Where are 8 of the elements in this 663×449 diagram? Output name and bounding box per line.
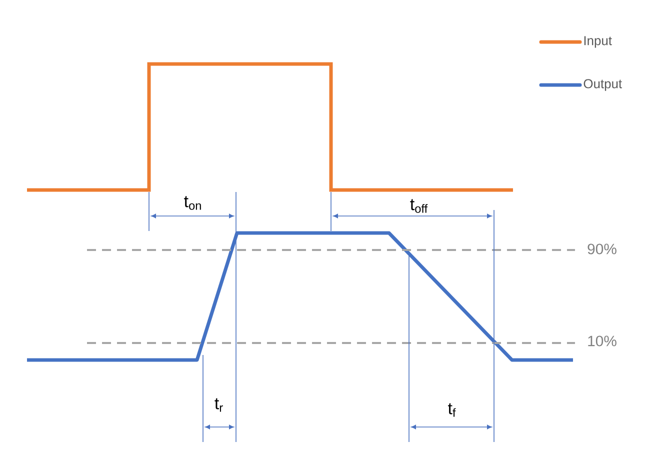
dimension-label: t$_{r}$ <box>214 398 223 412</box>
dimension-label: t$_{off}$ <box>410 199 428 213</box>
legend-label: Output <box>584 79 622 91</box>
dimension-label: t$_{on}$ <box>184 196 201 210</box>
threshold-label: 90% <box>588 244 616 254</box>
dimension-label: t$_{f}$ <box>448 403 456 417</box>
legend-label: Input <box>584 36 612 48</box>
threshold-label: 10% <box>588 336 616 346</box>
